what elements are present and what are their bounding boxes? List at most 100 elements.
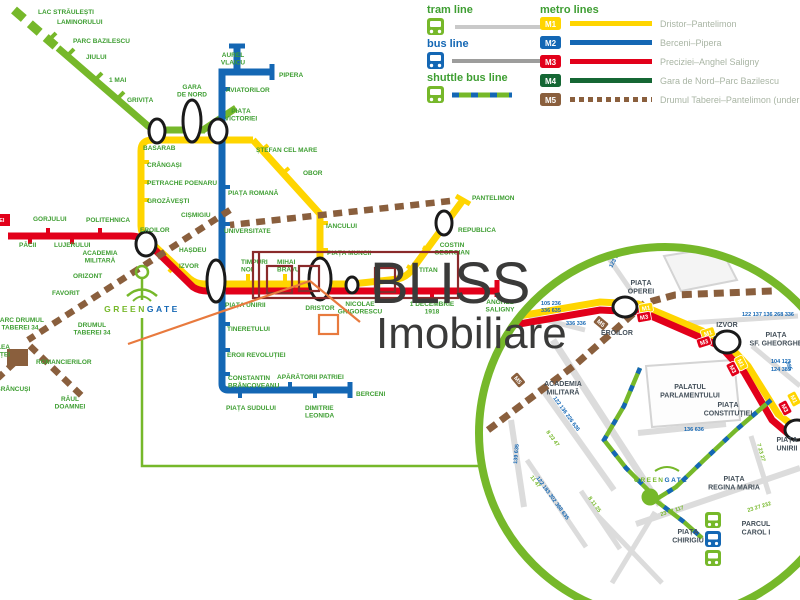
- legend-bus-title: bus line: [427, 38, 469, 50]
- bus-route-number: 124 385: [771, 367, 791, 373]
- m1-badge: [540, 17, 561, 30]
- station-label: PIAȚA MUNCII: [327, 250, 371, 257]
- shuttle-route: [601, 367, 773, 540]
- bus-route-number: 105 236: [541, 301, 561, 307]
- metro-line-badge: M5: [593, 315, 609, 331]
- svg-text:M1: M1: [642, 305, 652, 312]
- interchange-basarab: [147, 117, 167, 145]
- svg-text:M1: M1: [735, 358, 745, 369]
- interchange-gara-de-nord: [181, 98, 203, 144]
- svg-text:Gara de Nord–Parc Bazilescu: Gara de Nord–Parc Bazilescu: [660, 76, 779, 86]
- metro-line-badge: M1: [786, 390, 800, 408]
- shuttle-stop-icon: [705, 550, 721, 566]
- legend-row-m1: M1 Dristor–Pantelimon: [540, 17, 737, 30]
- detail-eroilor: [611, 295, 639, 319]
- tram-route-number: 7 23 27: [755, 443, 766, 462]
- metro-line-badge: M3: [695, 335, 713, 349]
- place-label: IZVOR: [716, 322, 737, 329]
- bliss-logo: BLISS Imobiliare: [127, 250, 567, 358]
- station-label: EROII REVOLUȚIEI: [227, 352, 286, 359]
- bus-route-number: 336 635: [541, 308, 561, 314]
- svg-text:M5: M5: [512, 376, 522, 387]
- svg-text:M1: M1: [545, 20, 557, 29]
- station-label: EROILOR: [140, 227, 170, 234]
- svg-text:M3: M3: [699, 339, 709, 347]
- station-label: REPUBLICA: [458, 227, 496, 234]
- legend: tram line bus line shuttle bus line metr…: [427, 4, 800, 106]
- svg-text:Drumul Taberei–Pantelimon (und: Drumul Taberei–Pantelimon (under constru…: [660, 95, 800, 105]
- station-label: ROMANCIERILOR: [36, 359, 92, 366]
- station-label: JIULUI: [86, 54, 107, 61]
- legend-row-m5: M5 Drumul Taberei–Pantelimon (under cons…: [540, 93, 800, 106]
- bus-line-icon: [427, 52, 444, 69]
- metro-line-badge: M3: [636, 311, 652, 323]
- bus-route-number: 139 635: [513, 444, 521, 464]
- bus-route-number: 173: [492, 531, 501, 542]
- detail-circle-ring: [475, 243, 800, 600]
- station-label: ORIZONT: [73, 273, 102, 280]
- station-label: PIAȚA ROMANĂ: [228, 188, 279, 197]
- station-label: LUJERULUI: [54, 242, 91, 249]
- metro-legend-rows: M1 Dristor–Pantelimon M2 Berceni–Pipera …: [540, 17, 800, 106]
- svg-text:GREENGATE: GREENGATE: [634, 477, 688, 484]
- metro-line-badge: M3: [777, 399, 793, 417]
- station-label: PANTELIMON: [472, 195, 515, 202]
- station-label: AVIATORILOR: [226, 87, 270, 94]
- station-label: FAVORIT: [52, 290, 80, 297]
- station-label: PIAȚA SUDULUI: [226, 405, 276, 412]
- metro-line-m3: [0, 214, 500, 298]
- interchange-piata-victoriei: [207, 117, 229, 145]
- metro-line-badge: M3: [725, 360, 741, 378]
- station-label: VALEAIALOMIȚEI: [0, 344, 10, 359]
- station-label: ȘTEFAN CEL MARE: [256, 147, 318, 154]
- place-label: EROILOR: [601, 330, 633, 337]
- station-label: LAC STRĂULEȘTI: [38, 7, 94, 16]
- legend-row-m4: M4 Gara de Nord–Parc Bazilescu: [540, 74, 779, 87]
- interchange-piata-unirii: [205, 258, 227, 304]
- m5-badge: [540, 93, 561, 106]
- terminus-label-preciziei: PRECIZIEI: [0, 218, 5, 224]
- interchange-stations: [134, 98, 454, 304]
- tram-line-icon: [427, 18, 444, 35]
- detail-interchanges: [611, 295, 800, 442]
- svg-text:M5: M5: [595, 319, 606, 329]
- station-label: PARC BAZILESCU: [73, 38, 130, 45]
- bus-route-number: 104 123: [771, 359, 791, 365]
- station-label: PIAȚA UNIRII: [225, 302, 266, 309]
- legend-tram-title: tram line: [427, 4, 473, 16]
- station-label: TITAN: [419, 267, 438, 274]
- station-label: BRÂNCUȘI: [0, 384, 31, 393]
- station-label: POLITEHNICA: [86, 217, 130, 224]
- svg-text:M3: M3: [640, 314, 650, 321]
- station-label: GRIVIȚA: [127, 97, 154, 104]
- palace-of-parliament-block: [644, 358, 742, 429]
- station-label: PETRACHE POENARU: [147, 180, 217, 187]
- station-label: PIPERA: [279, 72, 304, 79]
- logo-subtitle: Imobiliare: [376, 309, 567, 358]
- station-label: UNIVERSITATE: [224, 228, 271, 235]
- main-map: PRECIZIEI: [0, 6, 516, 468]
- svg-text:Preciziei–Anghel Saligny: Preciziei–Anghel Saligny: [660, 57, 760, 67]
- station-label: IANCULUI: [326, 223, 357, 230]
- tram-stop-icon: [705, 512, 721, 528]
- logo-title: BLISS: [370, 251, 529, 316]
- station-label: CIȘMIGIU: [181, 212, 211, 219]
- metro-line-badge: M5: [510, 372, 526, 388]
- station-label: LAMINORULUI: [57, 19, 103, 26]
- detail-izvor: [712, 329, 742, 355]
